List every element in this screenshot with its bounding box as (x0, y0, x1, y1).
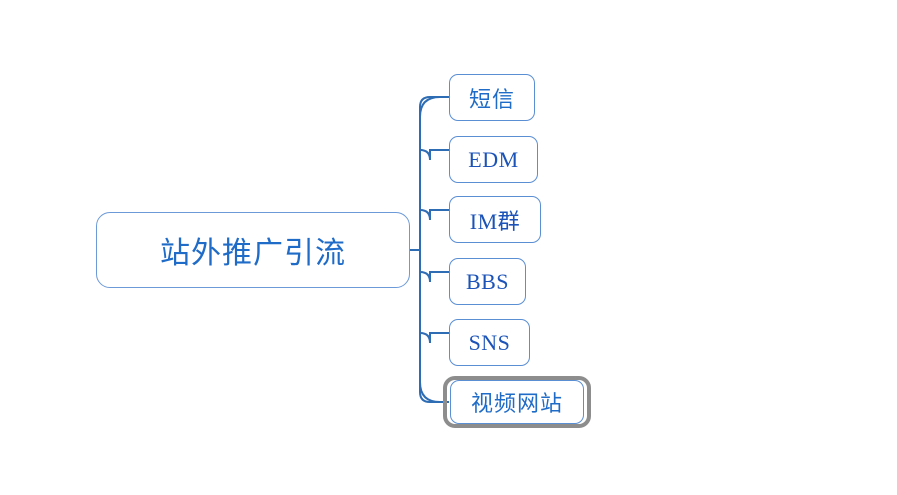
child-node-im-group-label: IM群 (469, 208, 521, 234)
connector-branch-4 (419, 271, 449, 283)
child-node-sms-label: 短信 (468, 86, 515, 112)
child-node-edm[interactable]: EDM (449, 136, 538, 183)
connector-branch-3 (419, 209, 449, 221)
child-node-im-group[interactable]: IM群 (449, 196, 541, 243)
child-node-video-site[interactable]: 视频网站 (450, 380, 584, 424)
connector-branch-5 (419, 332, 449, 344)
child-node-sns[interactable]: SNS (449, 319, 530, 366)
connector-branch-1 (419, 96, 449, 108)
connector-elbow-top (419, 96, 441, 118)
child-node-bbs[interactable]: BBS (449, 258, 526, 305)
child-node-sms[interactable]: 短信 (449, 74, 535, 121)
connector-branch-2 (419, 149, 449, 161)
child-node-video-site-label: 视频网站 (470, 391, 563, 416)
root-node[interactable]: 站外推广引流 (96, 212, 410, 288)
child-node-sns-label: SNS (468, 329, 511, 355)
connector-elbow-bottom (419, 381, 441, 403)
root-node-label: 站外推广引流 (160, 237, 346, 270)
child-node-bbs-label: BBS (465, 268, 510, 294)
child-node-edm-label: EDM (468, 146, 519, 172)
